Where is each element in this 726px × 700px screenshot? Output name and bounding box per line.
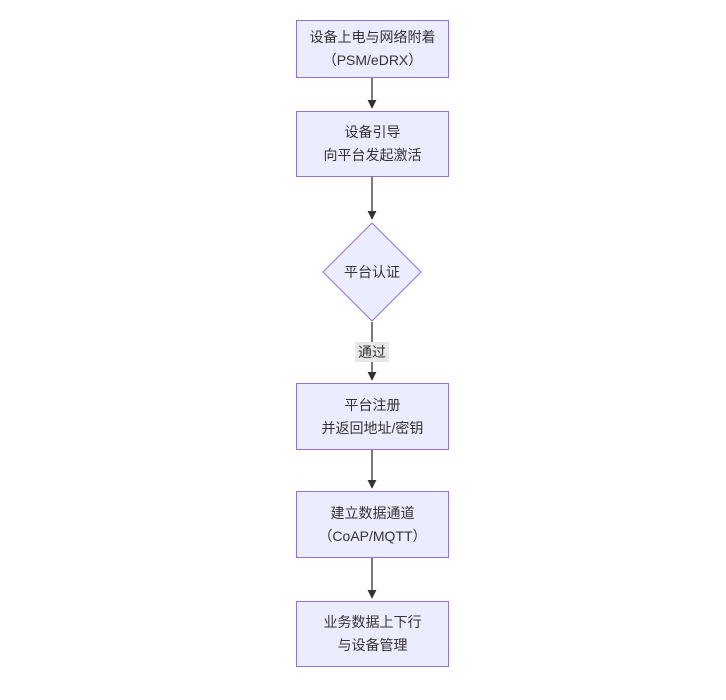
node-label-line: （PSM/eDRX） xyxy=(322,52,423,68)
node-label-line: 向平台发起激活 xyxy=(323,147,422,163)
edge-label-pass: 通过 xyxy=(355,342,389,362)
node-platform-register: 平台注册 并返回地址/密钥 xyxy=(296,383,449,450)
node-business-data-device-mgmt: 业务数据上下行 与设备管理 xyxy=(296,601,449,667)
node-device-bootstrap-activate: 设备引导 向平台发起激活 xyxy=(296,111,449,177)
node-label-line: 与设备管理 xyxy=(337,637,408,653)
diamond-icon xyxy=(322,222,422,322)
node-label-line: 并返回地址/密钥 xyxy=(321,419,424,436)
node-platform-auth-decision: 平台认证 xyxy=(322,222,422,322)
node-label-line: 平台认证 xyxy=(344,263,400,280)
node-label-line: （CoAP/MQTT） xyxy=(318,527,427,544)
node-establish-data-channel: 建立数据通道 （CoAP/MQTT） xyxy=(296,491,449,558)
node-label-line: 平台注册 xyxy=(344,396,401,413)
node-label-line: 设备上电与网络附着 xyxy=(309,29,436,45)
node-label-line: 业务数据上下行 xyxy=(323,614,422,630)
node-label-line: 建立数据通道 xyxy=(330,504,415,521)
node-power-on-network-attach: 设备上电与网络附着 （PSM/eDRX） xyxy=(296,20,449,78)
node-label-line: 设备引导 xyxy=(344,124,401,140)
